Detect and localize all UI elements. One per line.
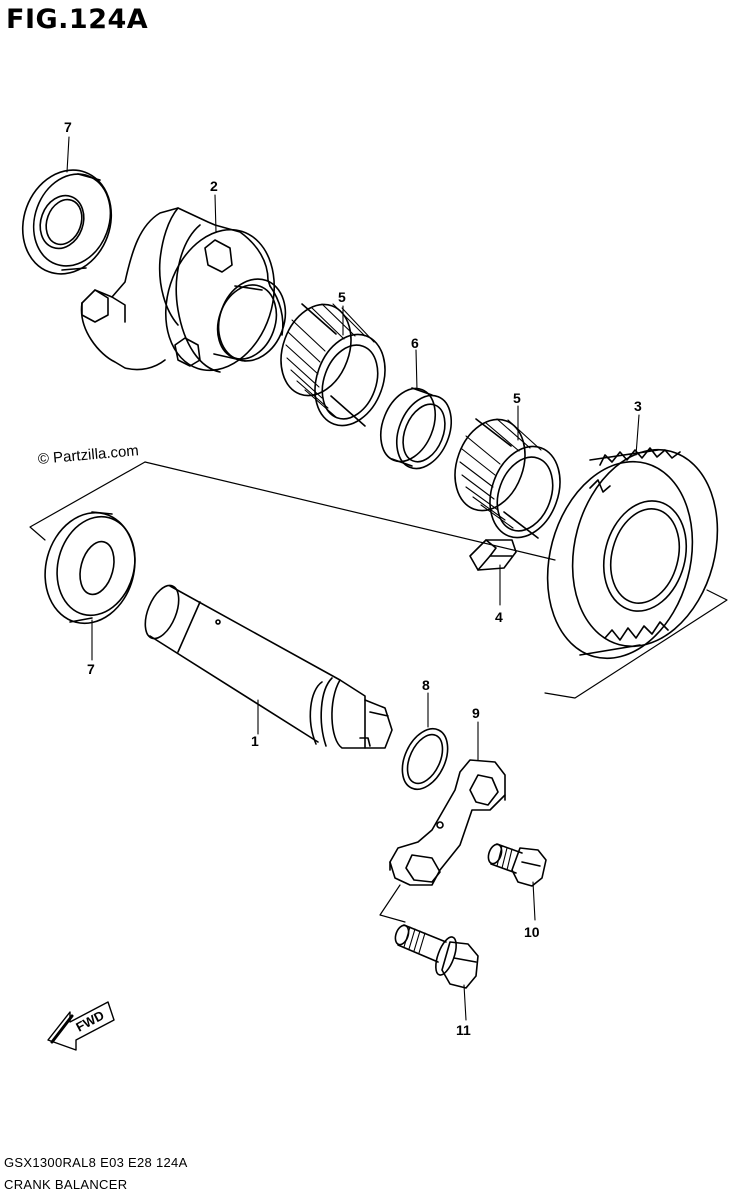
callout-4[interactable]: 4 [495, 609, 503, 625]
part-8-washer[interactable] [393, 722, 456, 797]
part-9-lever[interactable] [390, 760, 505, 885]
part-6-spacer[interactable] [371, 380, 462, 476]
callout-11[interactable]: 11 [456, 1022, 471, 1038]
part-5-right-needle-bearing[interactable] [443, 410, 572, 548]
part-3-driven-gear[interactable] [527, 433, 731, 674]
callout-5-right[interactable]: 5 [513, 390, 521, 406]
part-4-key[interactable] [470, 540, 516, 570]
callout-2[interactable]: 2 [210, 178, 218, 194]
callout-1[interactable]: 1 [251, 733, 259, 749]
part-7-lower-seal[interactable] [33, 503, 147, 634]
assembly-outline [30, 462, 727, 922]
part-1-balancer-shaft[interactable] [139, 581, 392, 748]
callout-3[interactable]: 3 [634, 398, 642, 414]
callout-6[interactable]: 6 [411, 335, 419, 351]
leader-lines [67, 137, 639, 1020]
part-2-balancer-weight[interactable] [82, 208, 297, 385]
callout-7-lower[interactable]: 7 [87, 661, 95, 677]
callout-7-upper[interactable]: 7 [64, 119, 72, 135]
footer-section-name: CRANK BALANCER [4, 1177, 128, 1192]
part-7-upper-seal[interactable] [8, 157, 125, 286]
callout-9[interactable]: 9 [472, 705, 480, 721]
figure-title: FIG.124A [6, 4, 149, 35]
footer-model-code: GSX1300RAL8 E03 E28 124A [4, 1155, 188, 1170]
part-10-bolt[interactable] [486, 843, 546, 886]
fwd-label: FWD [73, 1008, 106, 1035]
callout-10[interactable]: 10 [524, 924, 540, 940]
part-5-left-needle-bearing[interactable] [269, 295, 397, 436]
callout-5-left[interactable]: 5 [338, 289, 346, 305]
fwd-arrow-icon [48, 1002, 114, 1050]
part-11-flange-bolt[interactable] [393, 924, 478, 988]
callout-8[interactable]: 8 [422, 677, 430, 693]
